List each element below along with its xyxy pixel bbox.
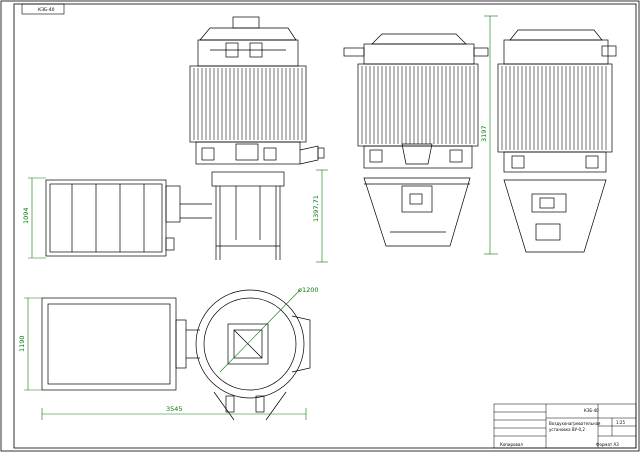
title-name-2: установка ВУ-0,2 [549, 427, 585, 432]
title-name-1: Воздухонагревательная [549, 421, 601, 426]
sheet-tag-box: КЗБ-40 [21, 3, 65, 15]
title-block-text: КЗБ-40 Воздухонагревательная установка В… [500, 408, 625, 447]
title-block [493, 403, 637, 449]
side-elevation [343, 33, 489, 247]
title-copied: Копировал [500, 442, 523, 447]
dim-diameter: ø1200 [298, 286, 319, 294]
sheet-tag: КЗБ-40 [38, 7, 55, 13]
dimension-lines [24, 15, 498, 420]
dim-1190: 1190 [18, 335, 26, 352]
title-scale: 1:25 [616, 420, 625, 425]
side-fins [361, 66, 475, 144]
plan-view [41, 289, 311, 421]
duct-side-elevation [45, 179, 212, 257]
rear-fins [501, 66, 607, 150]
title-code: КЗБ-40 [584, 408, 599, 413]
dim-1397: 1397,71 [312, 195, 320, 222]
rear-elevation [497, 29, 617, 253]
dim-1094: 1094 [22, 207, 30, 224]
dim-3545: 3545 [166, 405, 183, 413]
dim-3197: 3197 [480, 125, 488, 142]
front-elevation [189, 16, 325, 260]
title-format: Формат А3 [596, 442, 619, 447]
front-fins [193, 68, 303, 140]
